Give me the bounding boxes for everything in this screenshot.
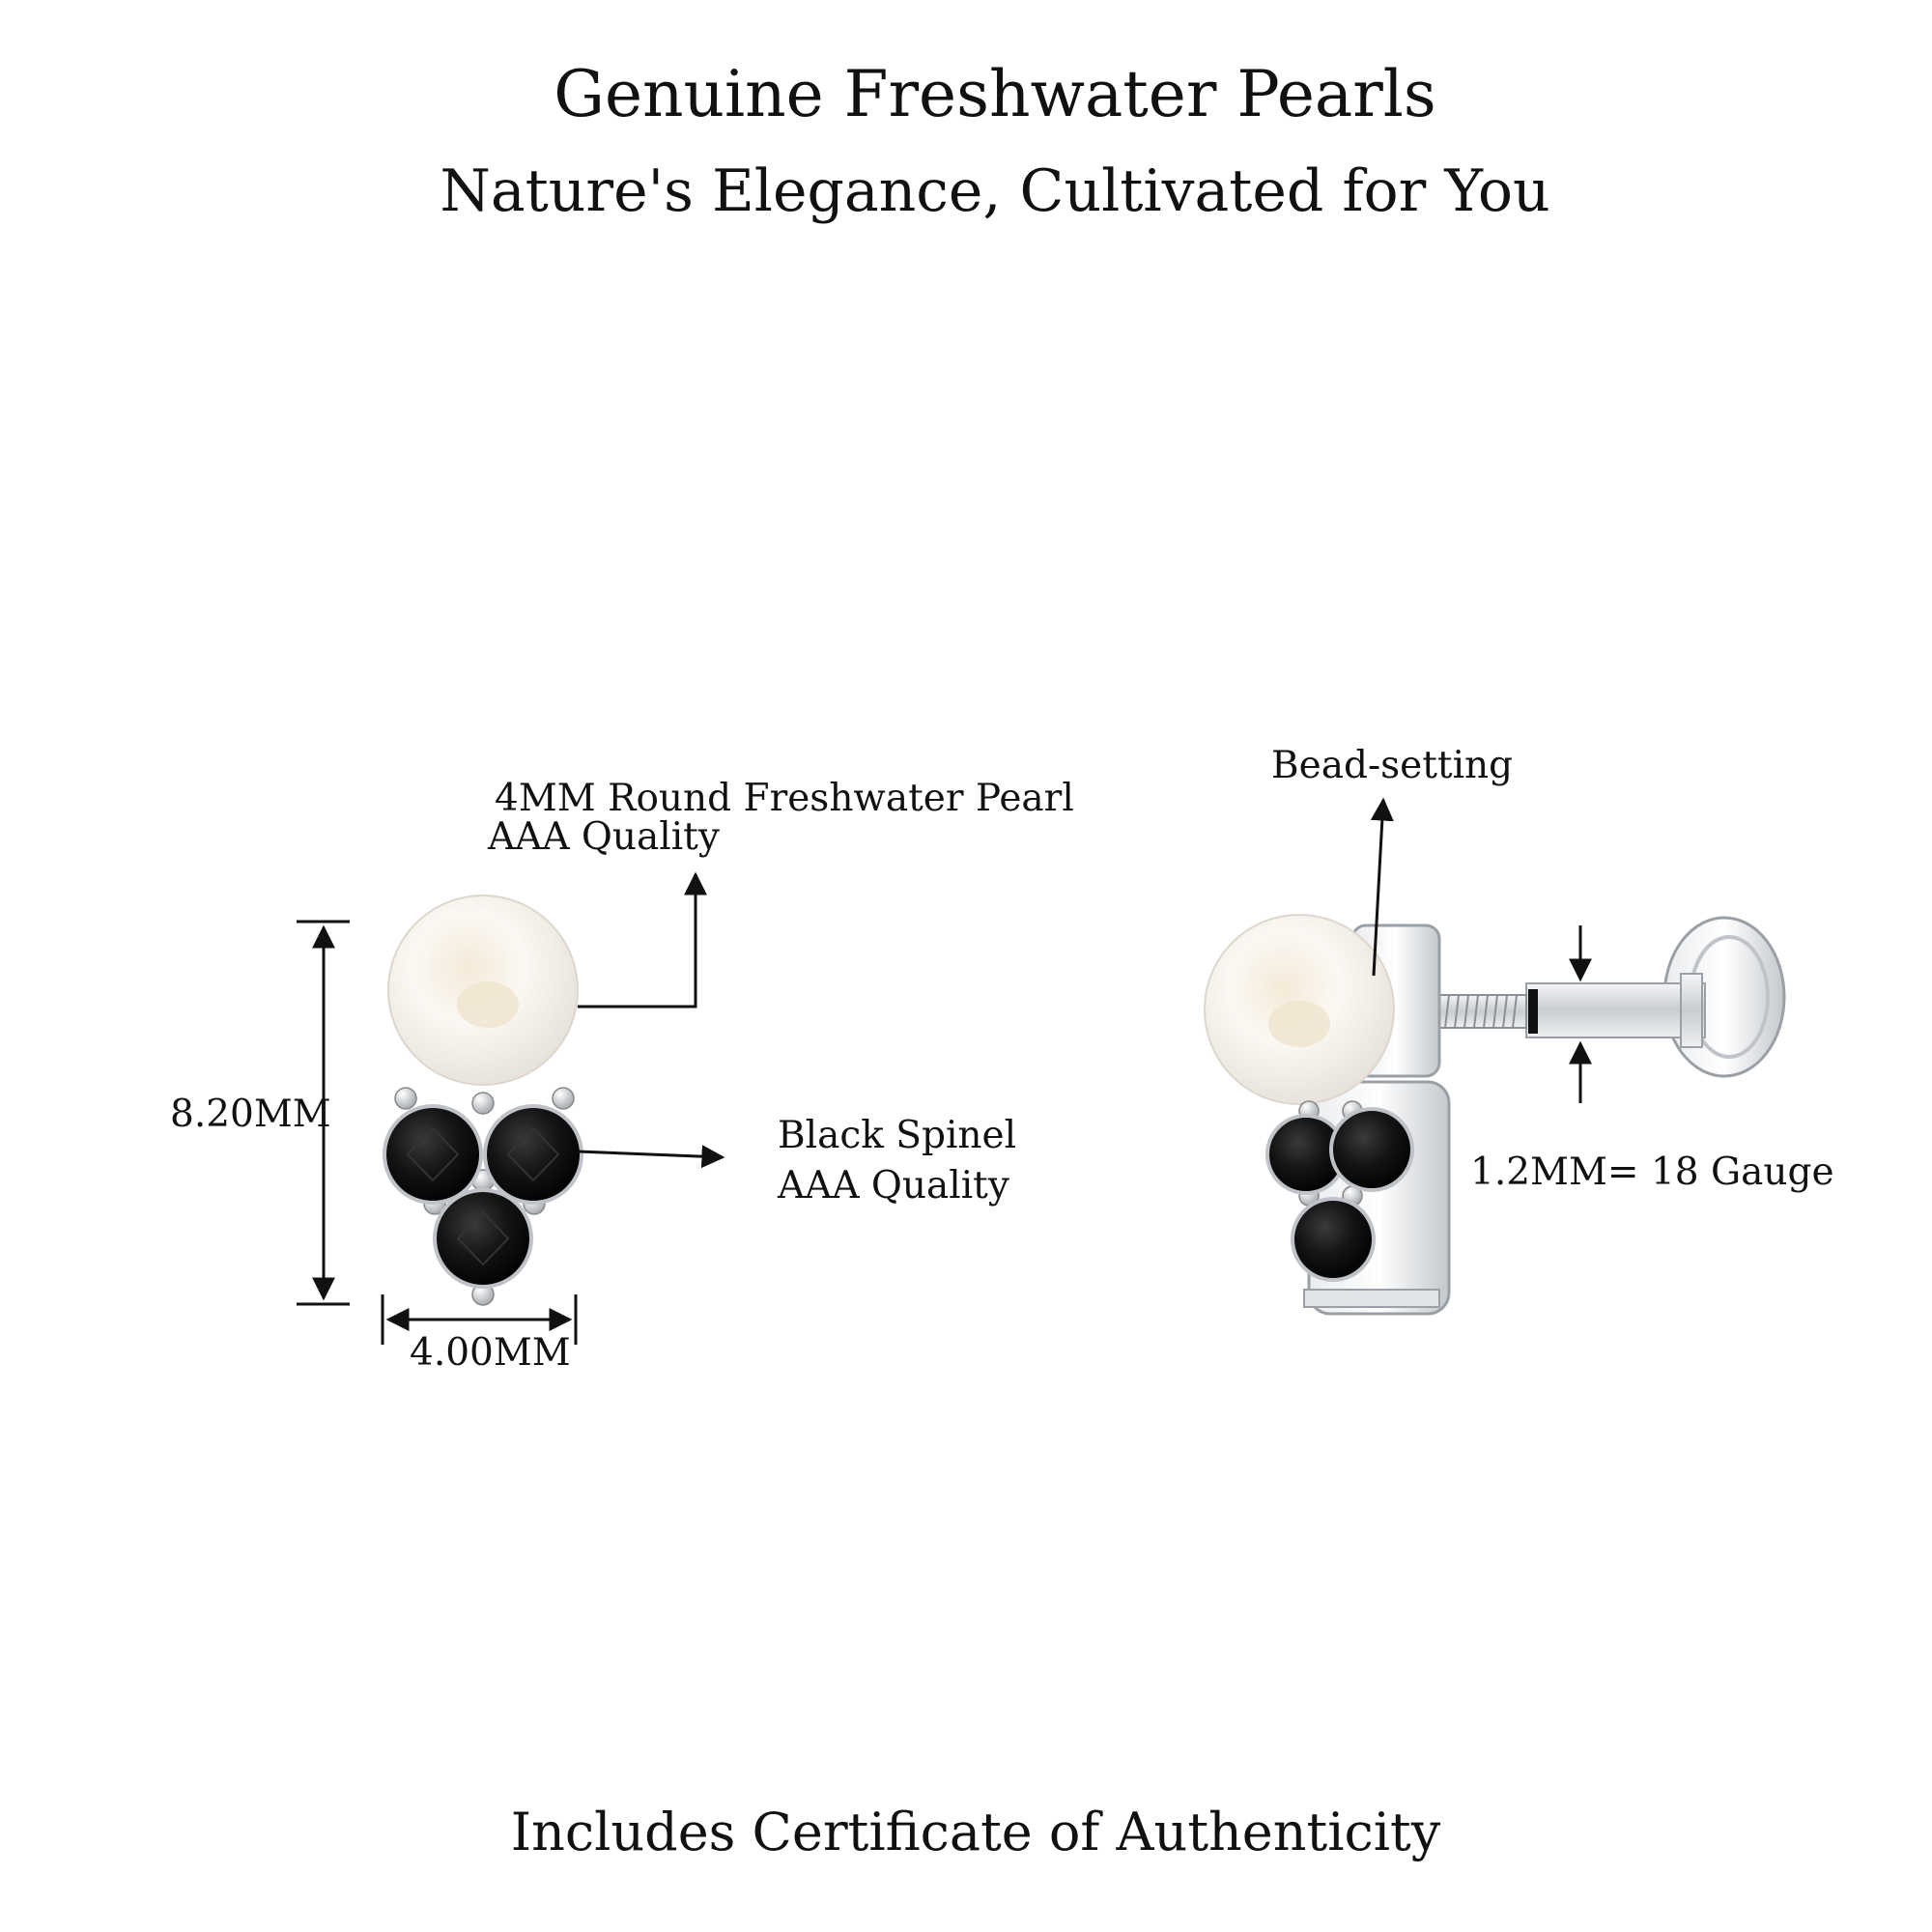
bead-setting-arrow (1370, 797, 1394, 977)
pearl-label-line1: 4MM Round Freshwater Pearl (495, 777, 1074, 820)
gauge-label: 1.2MM= 18 Gauge (1470, 1151, 1834, 1194)
front-spinel-right (483, 1104, 583, 1205)
front-spinel-left (383, 1104, 483, 1205)
pearl-label-line2: AAA Quality (488, 815, 720, 859)
pearl-callout-arrow (578, 871, 707, 1009)
side-spinel-bottom (1291, 1197, 1376, 1282)
width-dimension-line (381, 1294, 578, 1345)
front-view-earring (383, 895, 583, 1306)
spinel-label-line2: AAA Quality (778, 1164, 1009, 1208)
certificate-text: Includes Certificate of Authenticity (510, 1802, 1441, 1862)
spinel-label-line1: Black Spinel (778, 1114, 1017, 1157)
width-dimension-label: 4.00MM (410, 1331, 571, 1375)
post-shaft (1525, 982, 1706, 1038)
side-view-earring (1204, 914, 1786, 1316)
height-dimension-label: 8.20MM (170, 1093, 331, 1136)
side-spinel-right (1329, 1107, 1414, 1192)
page-subtitle: Nature's Elegance, Cultivated for You (440, 157, 1550, 225)
height-dimension-line (297, 920, 350, 1306)
spinel-callout-arrow (577, 1145, 725, 1169)
front-spinel-bottom (433, 1188, 533, 1289)
page-title: Genuine Freshwater Pearls (554, 57, 1436, 131)
bead-setting-label: Bead-setting (1271, 744, 1514, 787)
